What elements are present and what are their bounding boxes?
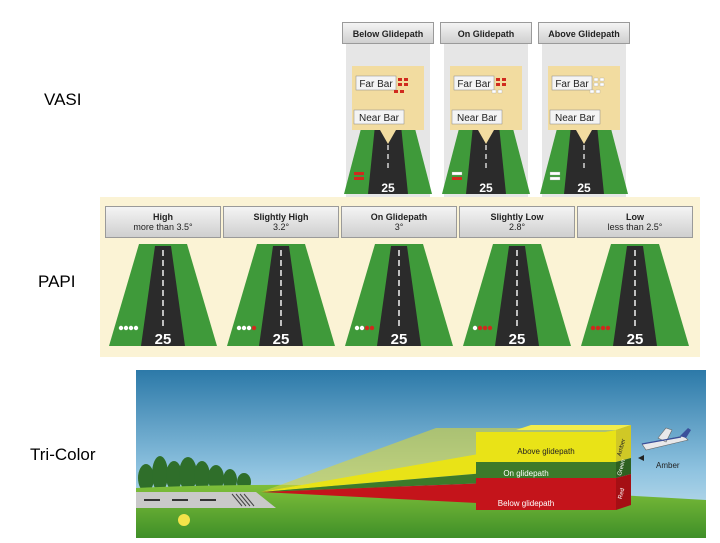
vasi-runway-on: 25 Far Bar Near Bar [442,44,530,198]
papi-header-title: Slightly Low [490,212,544,222]
tricolor-panel: Above glidepath On glidepath Below glide… [136,370,706,538]
papi-header-subtitle: 3° [394,222,404,232]
below-band-label: Below glidepath [498,499,554,508]
papi-header-title: Low [626,212,644,222]
papi-light [472,325,478,331]
papi-light [364,325,370,331]
red-side [616,474,631,510]
side-amber-label: Amber [617,438,627,457]
threshold-markings [231,493,255,507]
near-bar-label: Near Bar [555,113,596,124]
papi-header-subtitle: more than 3.5° [133,222,193,232]
vasi-near-light [354,172,364,175]
vasi-column-on: On Glidepath 25 Far Bar Near Bar [440,20,532,198]
runway-number: 25 [391,331,408,348]
near-bar-label: Near Bar [457,113,498,124]
papi-light [482,325,488,331]
papi-light [246,325,252,331]
papi-light [359,325,365,331]
vasi-column-above: Above Glidepath 25 Far Bar Near Bar [538,20,630,198]
airplane-icon [641,427,691,451]
on-band [476,462,616,478]
amber-side [616,425,631,462]
papi-runway: 25 [109,244,217,348]
papi-light [605,325,611,331]
above-band [476,432,616,462]
below-band [476,478,616,510]
above-band-label: Above glidepath [517,447,574,456]
runway-number: 25 [381,181,395,195]
papi-light [354,325,360,331]
far-bar-label: Far Bar [359,79,393,90]
vasi-panel: Below Glidepath 25 Far Bar Near Bar On G… [342,20,632,198]
runway-number: 25 [273,331,290,348]
papi-light [123,325,129,331]
papi-header-subtitle: 3.2° [272,222,290,232]
papi-runway: 25 [463,244,571,348]
runway-number: 25 [577,181,591,195]
vasi-header-label: Below Glidepath [352,29,424,39]
vasi-header-below: Below Glidepath [342,22,434,44]
vasi-header-on: On Glidepath [440,22,532,44]
papi-light [487,325,493,331]
papi-light [251,325,257,331]
runway-number: 25 [479,181,493,195]
vasi-label: VASI [44,90,82,109]
far-bar-label: Far Bar [555,79,589,90]
vasi-runway-below: 25 Far Bar Near Bar [344,44,432,198]
papi-light [590,325,596,331]
tricolor-illustration: Above glidepath On glidepath Below glide… [136,370,706,538]
papi-header-title: High [153,212,173,222]
vasi-header-label: Above Glidepath [548,29,620,39]
vasi-runway-above: 25 Far Bar Near Bar [540,44,628,198]
papi-header-subtitle: 2.8° [508,222,526,232]
runway-number: 25 [155,331,172,348]
papi-light [369,325,375,331]
papi-label: PAPI [38,272,76,291]
papi-header-title: On Glidepath [370,212,428,222]
papi-light [241,325,247,331]
papi-light [133,325,139,331]
side-green-label: Green [617,459,627,477]
tricolor-label: Tri-Color [30,445,96,464]
papi-light [236,325,242,331]
vasi-header-label: On Glidepath [457,29,515,39]
side-red-label: Red [618,488,627,500]
vasi-column-below: Below Glidepath 25 Far Bar Near Bar [342,20,434,198]
near-bar-label: Near Bar [359,113,400,124]
on-band-label: On glidepath [503,469,548,478]
runway-number: 25 [509,331,526,348]
tricolor-light-source [178,514,190,526]
papi-light [128,325,134,331]
papi-runway: 25 [227,244,335,348]
papi-light [118,325,124,331]
vasi-near-light [354,177,364,180]
papi-header-title: Slightly High [253,212,309,222]
papi-light [477,325,483,331]
papi-light [595,325,601,331]
papi-runway: 25 [345,244,453,348]
papi-light [600,325,606,331]
callout-amber-label: Amber [656,461,680,470]
papi-header-subtitle: less than 2.5° [607,222,663,232]
green-side [616,458,631,478]
callout-arrow-icon [638,455,644,461]
runway-number: 25 [627,331,644,348]
far-bar-label: Far Bar [457,79,491,90]
papi-runway: 25 [581,244,689,348]
vasi-header-above: Above Glidepath [538,22,630,44]
